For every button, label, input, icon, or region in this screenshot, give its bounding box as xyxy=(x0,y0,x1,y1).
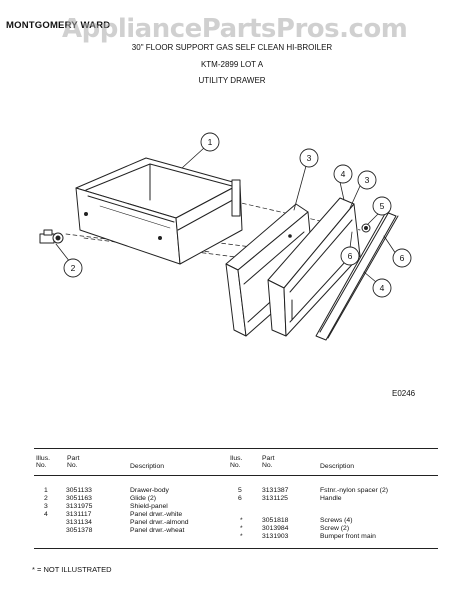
row-1-illus: 1 xyxy=(44,487,48,494)
row-r6-desc: Bumper front main xyxy=(320,533,376,540)
row-4-illus: 4 xyxy=(44,511,48,518)
row-6-part: 3051378 xyxy=(66,527,93,534)
callout-1-label: 1 xyxy=(208,137,213,147)
row-2-part: 3051163 xyxy=(66,495,92,502)
col-illus2-header: Ilus.No. xyxy=(230,455,243,469)
callout-5-circle xyxy=(372,196,392,216)
row-r5-illus: * xyxy=(240,525,243,532)
section-title: UTILITY DRAWER xyxy=(198,76,266,85)
callout-6a-circle xyxy=(340,246,360,266)
row-r4-illus: * xyxy=(240,517,243,524)
row-r4-desc: Screws (4) xyxy=(320,517,353,524)
callout-3b-circle xyxy=(357,170,377,190)
nylon-spacer-part xyxy=(361,223,371,233)
model-number: KTM-2899 LOT A xyxy=(200,60,264,69)
col-illus-header: Illus.No. xyxy=(36,455,50,469)
drawer-front-panel-part xyxy=(267,197,361,337)
callout-4b-circle xyxy=(372,278,392,298)
row-r1-illus: 5 xyxy=(238,487,242,494)
row-4-part: 3131117 xyxy=(66,511,92,518)
table-bottom-rule xyxy=(34,548,438,549)
row-3-part: 3131975 xyxy=(66,503,93,510)
row-r2-desc: Handle xyxy=(320,495,342,502)
row-5-part: 3131134 xyxy=(66,519,92,526)
callout-6b-label: 6 xyxy=(400,253,405,263)
row-5-desc: Panel drwr.-almond xyxy=(130,519,189,526)
row-2-illus: 2 xyxy=(44,495,48,502)
row-r1-desc: Fstnr.-nylon spacer (2) xyxy=(320,487,388,494)
callout-6a-label: 6 xyxy=(348,251,353,261)
callout-leaders xyxy=(55,147,397,283)
callout-4a-label: 4 xyxy=(341,169,346,179)
callout-3b-label: 3 xyxy=(365,175,370,185)
brand-header: MONTGOMERY WARD xyxy=(6,20,111,31)
callout-1-circle xyxy=(200,132,220,152)
row-r5-part: 3013984 xyxy=(262,525,289,532)
row-1-desc: Drawer-body xyxy=(130,487,169,494)
row-r4-part: 3051818 xyxy=(262,517,289,524)
drawer-body-part xyxy=(75,157,243,265)
row-r2-illus: 6 xyxy=(238,495,242,502)
row-r1-part: 3131387 xyxy=(262,487,289,494)
callout-2-label: 2 xyxy=(71,263,76,273)
callout-3a-label: 3 xyxy=(307,153,312,163)
table-header-rule xyxy=(34,475,438,476)
row-r6-illus: * xyxy=(240,533,243,540)
exploded-parts-diagram: 1 2 3 4 3 5 6 6 4 xyxy=(39,132,412,341)
row-1-part: 3051133 xyxy=(66,487,92,494)
site-watermark: AppliancePartsPros.com xyxy=(62,14,408,44)
row-3-desc: Shield-panel xyxy=(130,503,168,510)
model-title: 30" FLOOR SUPPORT GAS SELF CLEAN HI-BROI… xyxy=(131,43,333,52)
row-6-desc: Panel drwr.-wheat xyxy=(130,527,185,534)
glide-part xyxy=(39,229,64,244)
callout-4a-circle xyxy=(333,164,353,184)
callout-3a-circle xyxy=(299,148,319,168)
row-2-desc: Glide (2) xyxy=(130,495,157,502)
callout-4b-label: 4 xyxy=(380,283,385,293)
row-3-illus: 3 xyxy=(44,503,48,510)
callout-5-label: 5 xyxy=(380,201,385,211)
table-top-rule xyxy=(34,448,438,449)
footnote: * = NOT ILLUSTRATED xyxy=(32,565,112,574)
callout-6b-circle xyxy=(392,248,412,268)
col-description-header: Description xyxy=(130,463,164,470)
row-r6-part: 3131903 xyxy=(262,533,289,540)
handle-part xyxy=(315,209,399,341)
row-r5-desc: Screw (2) xyxy=(320,525,350,532)
callout-2-circle xyxy=(63,258,83,278)
row-4-desc: Panel drwr.-white xyxy=(130,511,183,518)
col-description2-header: Description xyxy=(320,463,354,470)
row-r2-part: 3131125 xyxy=(262,495,288,502)
diagram-code: E0246 xyxy=(392,389,416,398)
